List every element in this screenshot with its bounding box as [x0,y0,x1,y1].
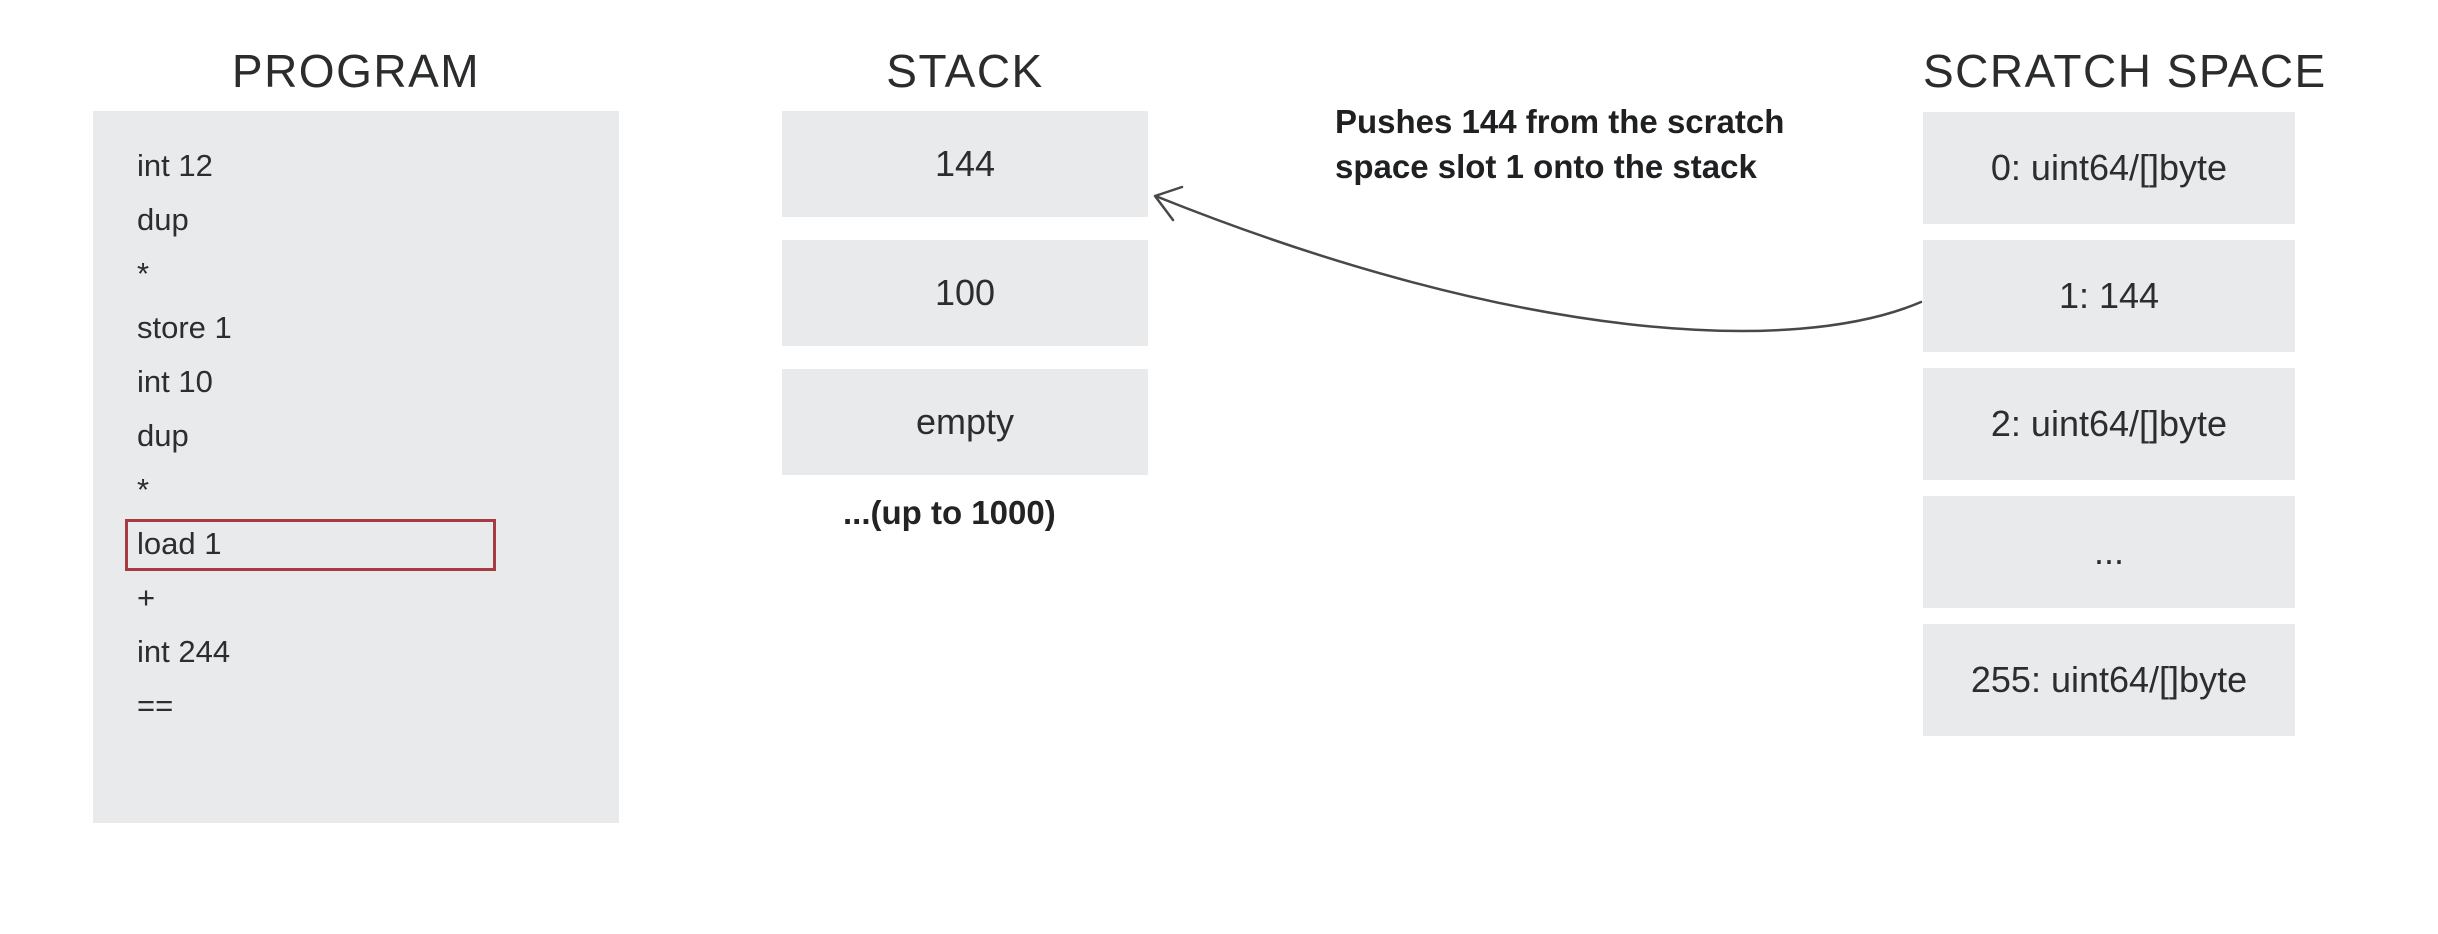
push-annotation: Pushes 144 from the scratch space slot 1… [1335,99,1784,189]
stack-capacity-note: ...(up to 1000) [843,494,1056,531]
scratch-column-title: SCRATCH SPACE [1923,45,2327,97]
scratch-slot-1: 1: 144 [1923,240,2295,352]
stack-slot: 100 [782,240,1148,346]
push-arrow-shaft [1156,195,1923,333]
program-instruction: dup [137,202,189,237]
stack-slot-empty: empty [782,369,1148,475]
stack-slot-top: 144 [782,111,1148,217]
program-instruction: int 10 [137,364,213,399]
program-instruction-current: load 1 [137,526,222,561]
stack-column-title: STACK [886,45,1044,97]
scratch-slot-ellipsis: ... [1923,496,2295,608]
push-arrow-head [1153,185,1184,222]
program-panel [93,111,619,823]
push-annotation-line1: Pushes 144 from the scratch [1335,103,1785,140]
push-annotation-line2: space slot 1 onto the stack [1335,148,1757,185]
program-instruction: store 1 [137,310,232,345]
program-instruction-list: int 12 dup * store 1 int 10 dup * load 1… [137,139,232,733]
program-instruction: + [137,580,156,615]
scratch-slot-255: 255: uint64/[]byte [1923,624,2295,736]
program-instruction: * [137,256,150,291]
program-instruction: int 244 [137,634,231,669]
current-instruction-highlight [125,519,496,571]
scratch-slot-2: 2: uint64/[]byte [1923,368,2295,480]
program-instruction: dup [137,418,189,453]
program-instruction: * [137,472,150,507]
program-instruction: == [137,688,174,723]
program-column-title: PROGRAM [231,45,481,97]
program-instruction: int 12 [137,148,213,183]
scratch-slot-0: 0: uint64/[]byte [1923,112,2295,224]
